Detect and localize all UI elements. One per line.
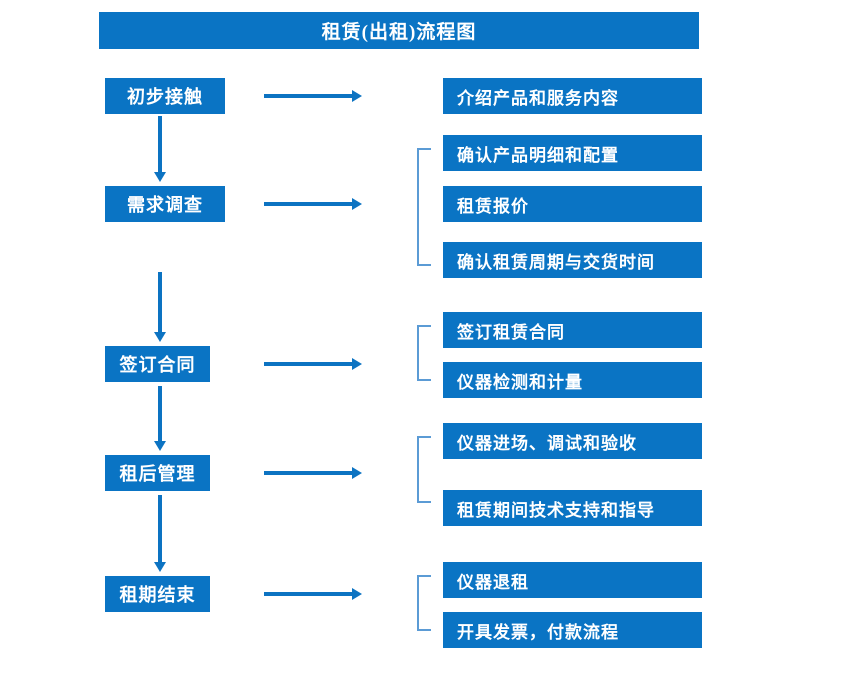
- bracket-group-3: [417, 325, 431, 381]
- arrow-down-4: [154, 495, 166, 572]
- bracket-group-5: [417, 575, 431, 631]
- arrow-right-5: [264, 588, 362, 600]
- detail-box-5[interactable]: 签订租赁合同: [443, 312, 702, 348]
- arrow-down-1: [154, 116, 166, 182]
- detail-box-1[interactable]: 介绍产品和服务内容: [443, 78, 702, 114]
- detail-box-2[interactable]: 确认产品明细和配置: [443, 135, 702, 171]
- bracket-group-2: [417, 148, 431, 266]
- arrow-down-2: [154, 272, 166, 342]
- arrow-right-2: [264, 198, 362, 210]
- detail-box-8[interactable]: 租赁期间技术支持和指导: [443, 490, 702, 526]
- detail-box-3[interactable]: 租赁报价: [443, 186, 702, 222]
- stage-box-2[interactable]: 需求调查: [105, 186, 225, 222]
- detail-box-10[interactable]: 开具发票，付款流程: [443, 612, 702, 648]
- stage-box-5[interactable]: 租期结束: [105, 576, 210, 612]
- arrow-down-3: [154, 386, 166, 451]
- stage-box-1[interactable]: 初步接触: [105, 78, 225, 114]
- arrow-right-1: [264, 90, 362, 102]
- stage-box-3[interactable]: 签订合同: [105, 346, 210, 382]
- detail-box-9[interactable]: 仪器退租: [443, 562, 702, 598]
- page-title: 租赁(出租)流程图: [99, 12, 699, 49]
- arrow-right-4: [264, 467, 362, 479]
- bracket-group-4: [417, 436, 431, 503]
- arrow-right-3: [264, 358, 362, 370]
- stage-box-4[interactable]: 租后管理: [105, 455, 210, 491]
- detail-box-6[interactable]: 仪器检测和计量: [443, 362, 702, 398]
- detail-box-7[interactable]: 仪器进场、调试和验收: [443, 423, 702, 459]
- detail-box-4[interactable]: 确认租赁周期与交货时间: [443, 242, 702, 278]
